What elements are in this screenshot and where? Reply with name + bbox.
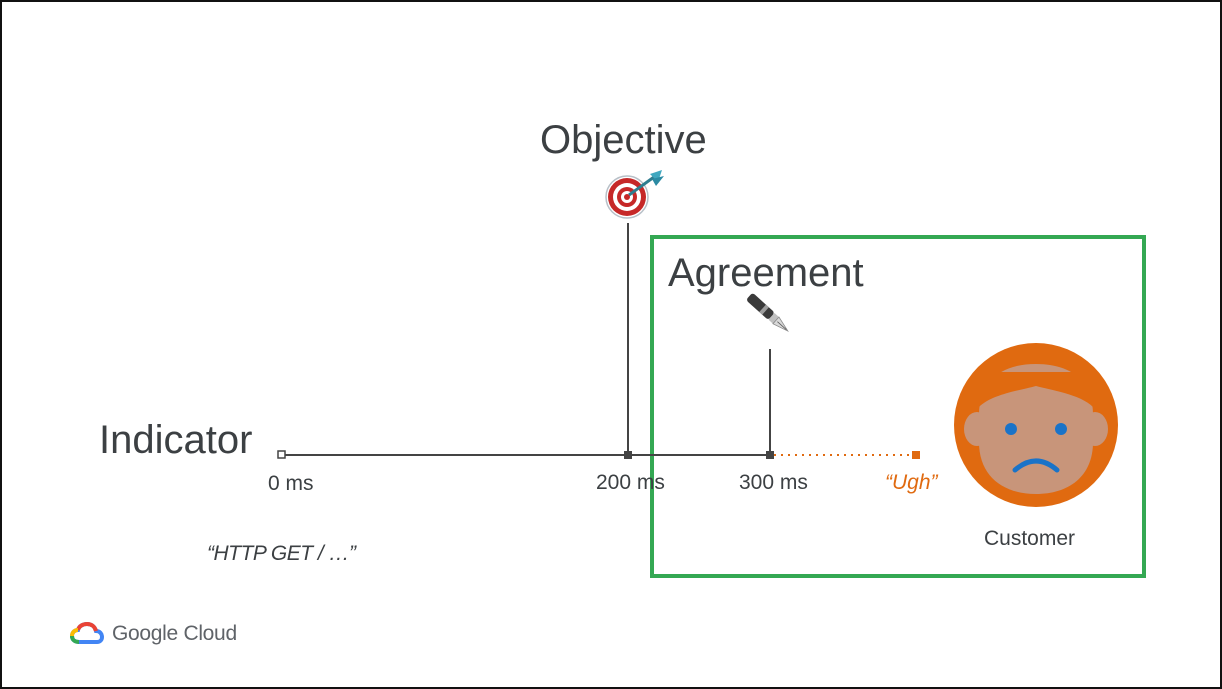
timeline-ugh-marker <box>912 451 920 459</box>
tick-label-0ms: 0 ms <box>268 472 314 495</box>
google-cloud-logo <box>70 622 104 644</box>
brand-logo: Google Cloud <box>70 622 237 646</box>
timeline-200-marker <box>624 451 632 459</box>
customer-label: Customer <box>984 527 1076 550</box>
objective-title: Objective <box>540 118 707 162</box>
agreement-box <box>650 235 1146 578</box>
timeline-start-marker <box>277 450 286 459</box>
indicator-title: Indicator <box>99 418 253 462</box>
agreement-title: Agreement <box>668 251 864 295</box>
brand-name: Google Cloud <box>112 622 237 645</box>
tick-label-200ms: 200 ms <box>596 471 665 494</box>
http-request-label: “HTTP GET / …” <box>207 542 356 565</box>
sad-face-icon <box>954 343 1118 507</box>
fountain-pen-icon <box>747 293 789 333</box>
dart-target-icon <box>605 170 664 219</box>
timeline-300-marker <box>766 451 774 459</box>
ugh-label: “Ugh” <box>885 471 938 494</box>
tick-label-300ms: 300 ms <box>739 471 808 494</box>
